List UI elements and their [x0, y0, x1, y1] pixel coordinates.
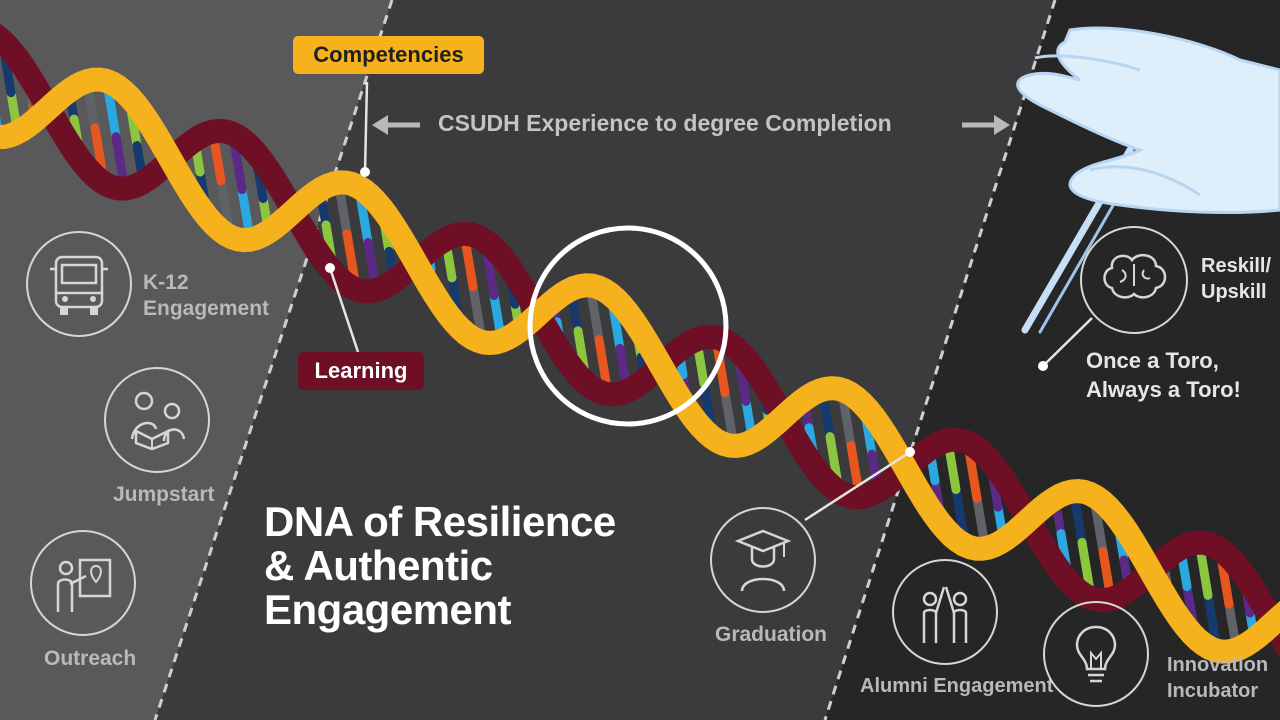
learning-dot	[325, 263, 335, 273]
competencies-connector	[363, 81, 369, 173]
left-divider	[153, 0, 394, 720]
alumni-icon-circle	[892, 559, 998, 665]
reskill-connector	[1042, 317, 1093, 367]
jumpstart-label: Jumpstart	[113, 483, 215, 506]
innovation-label-line2: Incubator	[1167, 680, 1259, 702]
learning-connector	[328, 267, 360, 353]
left-arrow-icon	[372, 115, 420, 135]
motto-line1: Once a Toro,	[1086, 348, 1219, 373]
title-line-3: Engagement	[264, 586, 512, 633]
high-five-icon	[922, 586, 968, 643]
lightbulb-icon	[1075, 625, 1117, 683]
experience-arrow-label: CSUDH Experience to degree Completion	[438, 110, 892, 136]
title-line-2: & Authentic	[264, 542, 493, 589]
graduation-label: Graduation	[715, 623, 828, 646]
right-arrow-icon	[962, 115, 1010, 135]
competencies-tag: Competencies	[293, 36, 484, 74]
k12-icon-circle	[26, 231, 132, 337]
presenter-map-icon	[56, 558, 112, 612]
reskill-label-line1: Reskill/	[1201, 255, 1272, 277]
jumpstart-icon-circle	[104, 367, 210, 473]
innovation-label-line1: Innovation	[1167, 654, 1269, 676]
graduation-icon-circle	[710, 507, 816, 613]
reading-family-icon	[130, 391, 186, 451]
title-line-1: DNA of Resilience	[264, 498, 616, 545]
outreach-label: Outreach	[44, 647, 137, 670]
outreach-icon-circle	[30, 530, 136, 636]
k12-label-line1: K-12	[143, 271, 189, 294]
learning-tag: Learning	[298, 352, 424, 390]
k12-label-line2: Engagement	[143, 297, 270, 320]
reskill-icon-circle	[1080, 226, 1188, 334]
graduation-dot	[905, 447, 915, 457]
dna-strand-gold	[0, 67, 1280, 664]
competencies-dot	[360, 167, 370, 177]
innovation-icon-circle	[1043, 601, 1149, 707]
reskill-label: Reskill/ Upskill	[1201, 253, 1271, 305]
motto-line2: Always a Toro!	[1086, 377, 1241, 402]
right-divider	[823, 0, 1057, 720]
reskill-dot	[1038, 361, 1048, 371]
k12-label: K-12 Engagement	[143, 270, 269, 322]
innovation-label: Innovation Incubator	[1167, 652, 1268, 704]
school-bus-icon	[50, 255, 108, 315]
graduation-connector	[804, 450, 911, 522]
highlight-circle	[527, 225, 729, 427]
gloved-hand-tweezers-icon	[1016, 26, 1280, 334]
reskill-label-line2: Upskill	[1201, 281, 1267, 303]
graduate-icon	[734, 529, 792, 592]
dna-strand-maroon	[0, 23, 1280, 658]
motto: Once a Toro, Always a Toro!	[1086, 346, 1241, 404]
brain-icon	[1103, 253, 1167, 299]
alumni-label: Alumni Engagement	[860, 675, 1054, 697]
page-title: DNA of Resilience & Authentic Engagement	[264, 500, 616, 632]
